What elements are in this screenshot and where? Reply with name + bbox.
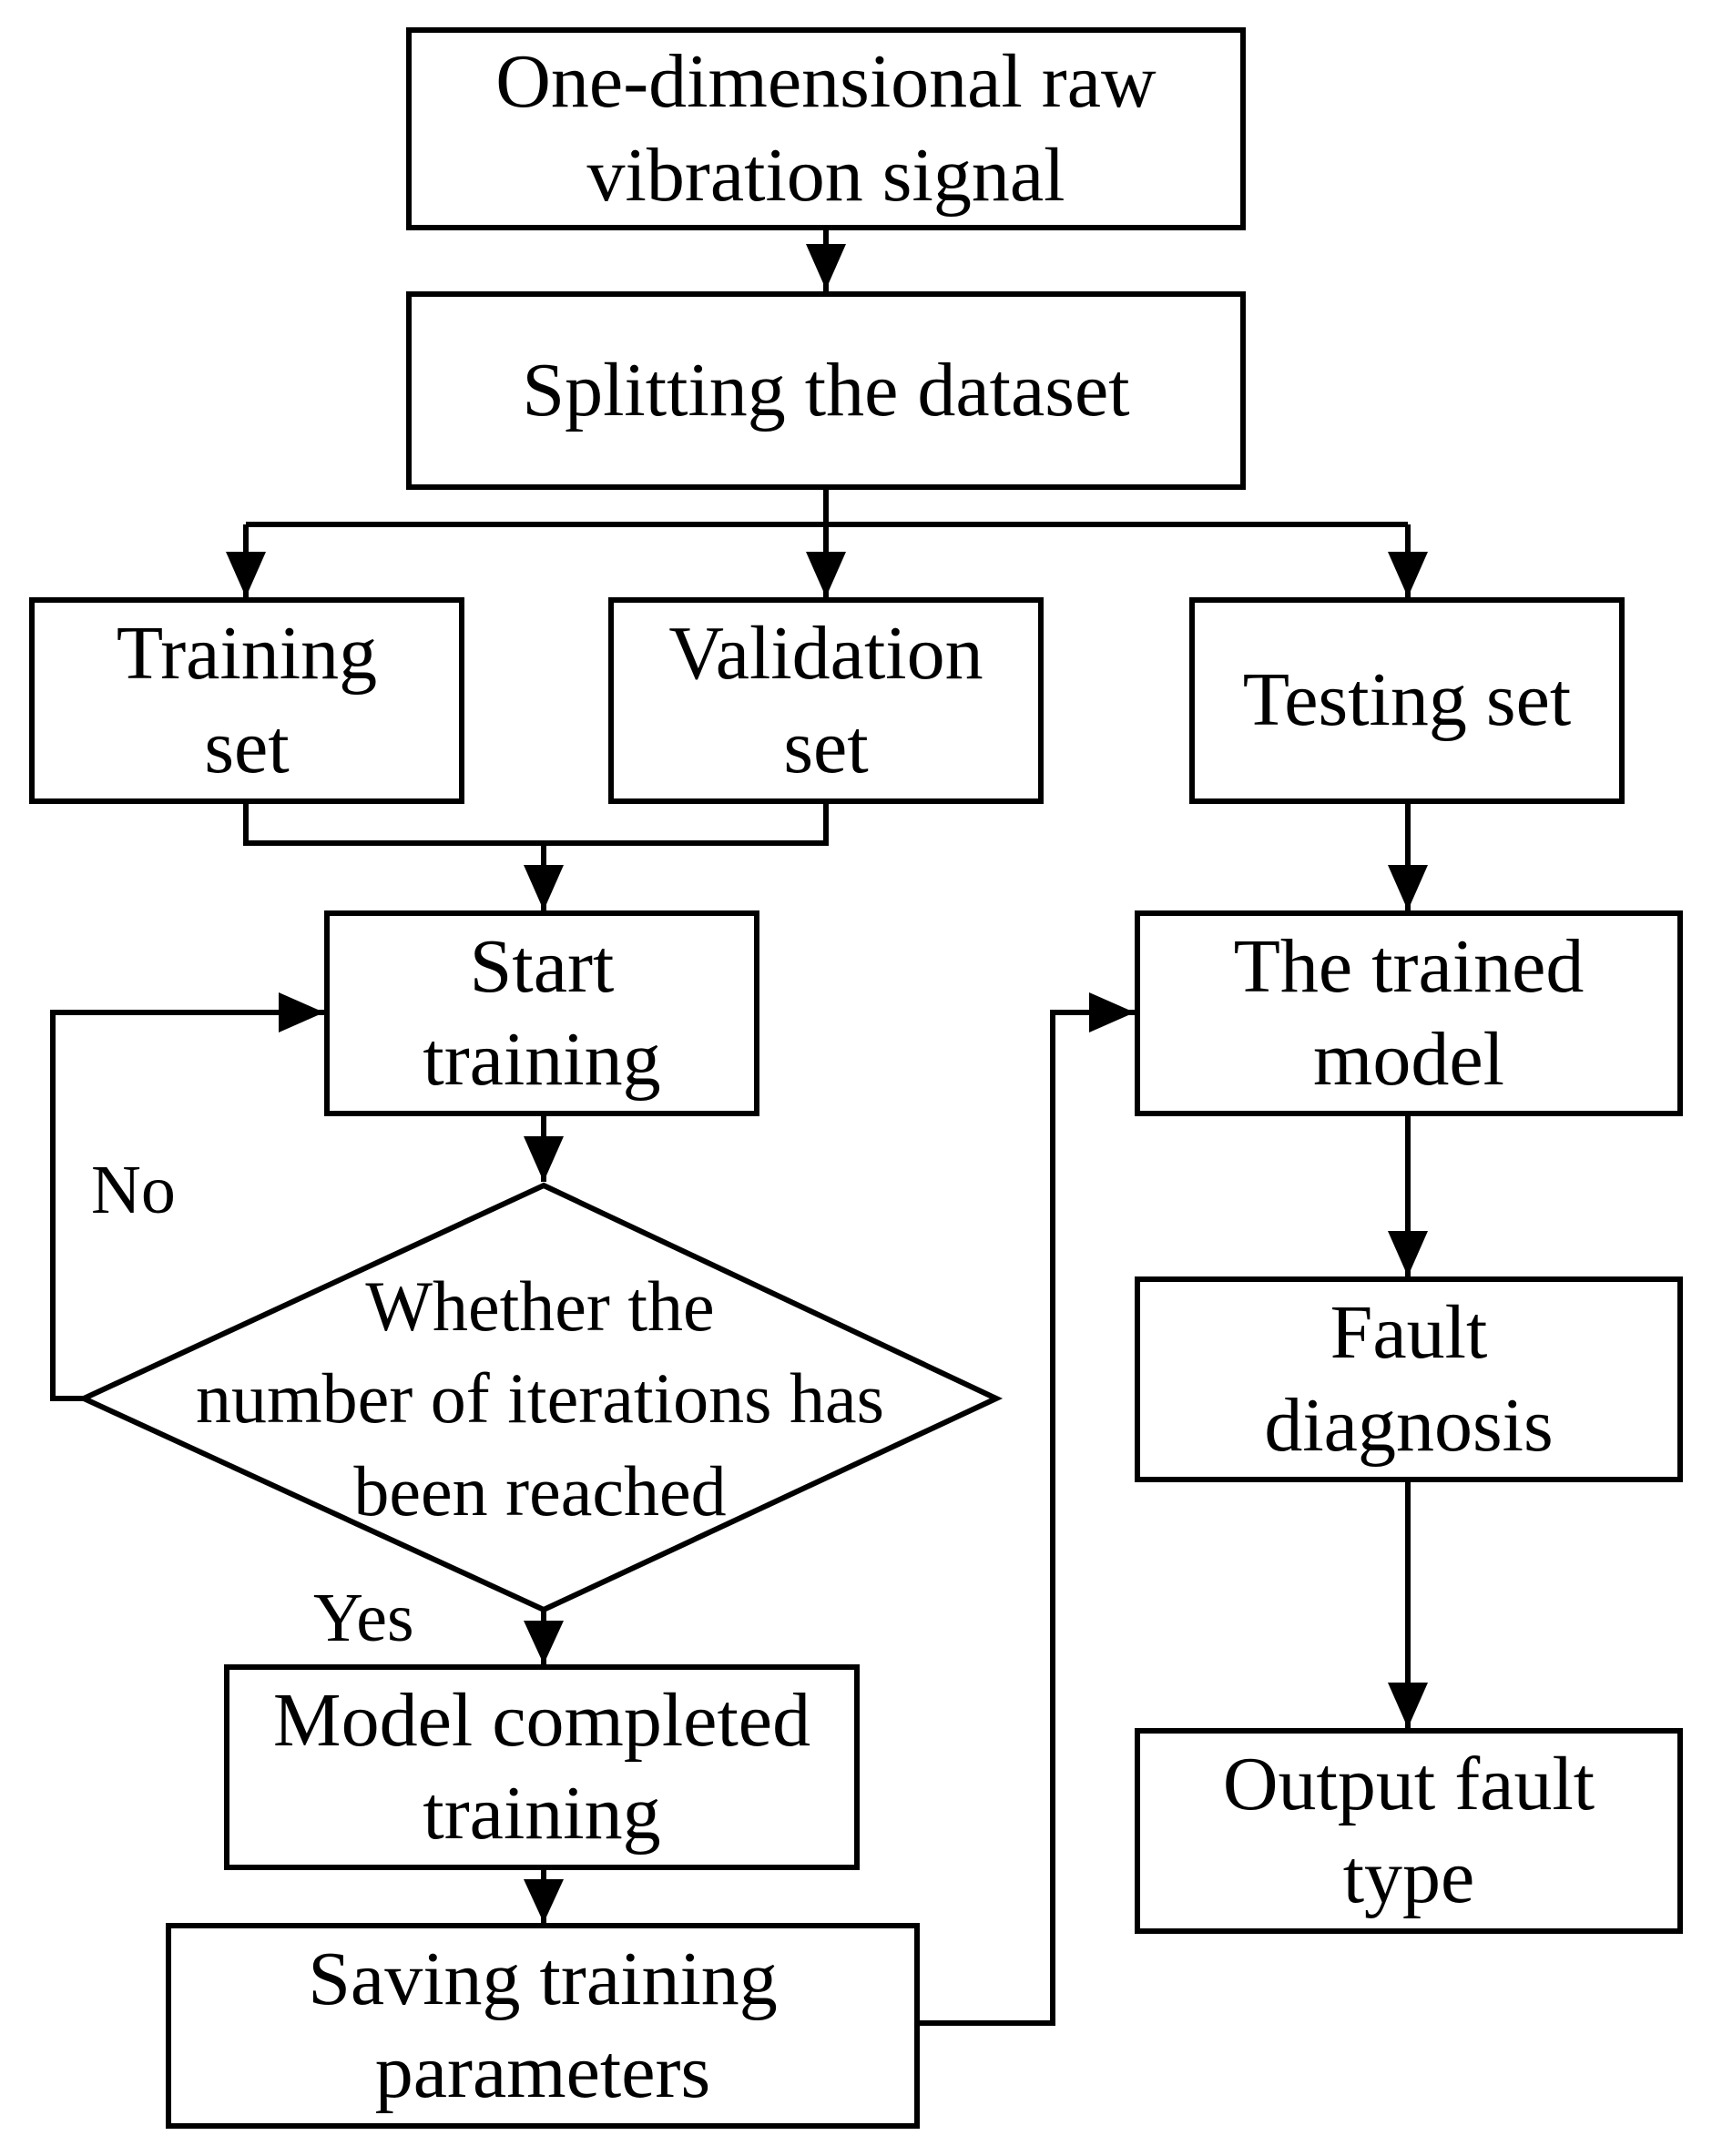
model-completed-line-1: Model completed bbox=[272, 1677, 811, 1763]
split-dataset-box: Splitting the dataset bbox=[406, 291, 1246, 490]
arrow-sets-merge bbox=[243, 804, 829, 846]
iteration-check-line-3: been reached bbox=[353, 1450, 727, 1531]
validation-set-line-2: set bbox=[783, 704, 869, 789]
start-training-line-1: Start bbox=[469, 923, 615, 1009]
raw-signal-box: One-dimensional raw vibration signal bbox=[406, 27, 1246, 230]
fault-diagnosis-line-2: diagnosis bbox=[1264, 1383, 1554, 1468]
output-fault-type-line-1: Output fault bbox=[1222, 1741, 1595, 1826]
saving-parameters-line-1: Saving training bbox=[308, 1936, 778, 2021]
validation-set-line-1: Validation bbox=[668, 611, 983, 697]
testing-set-label: Testing set bbox=[1242, 657, 1572, 743]
iteration-check-line-2: number of iterations has bbox=[196, 1358, 884, 1439]
trained-model-line-1: The trained bbox=[1233, 923, 1585, 1009]
output-fault-type-box: Output fault type bbox=[1135, 1728, 1683, 1934]
raw-signal-line-2: vibration signal bbox=[586, 132, 1065, 218]
split-dataset-label: Splitting the dataset bbox=[522, 347, 1130, 432]
arrow-no-loop bbox=[50, 1010, 324, 1401]
output-fault-type-line-2: type bbox=[1342, 1835, 1475, 1919]
validation-set-box: Validation set bbox=[608, 597, 1044, 804]
model-completed-line-2: training bbox=[423, 1771, 661, 1856]
fault-diagnosis-line-1: Fault bbox=[1330, 1289, 1488, 1375]
training-set-line-2: set bbox=[204, 704, 290, 789]
training-set-line-1: Training bbox=[116, 611, 378, 697]
yes-label: Yes bbox=[313, 1580, 414, 1656]
testing-set-box: Testing set bbox=[1189, 597, 1625, 804]
trained-model-line-2: model bbox=[1313, 1017, 1504, 1102]
iteration-check-text: Whether the number of iterations has bee… bbox=[84, 1247, 996, 1550]
model-completed-box: Model completed training bbox=[224, 1664, 860, 1870]
training-set-box: Training set bbox=[29, 597, 464, 804]
start-training-line-2: training bbox=[423, 1017, 661, 1102]
saving-parameters-line-2: parameters bbox=[374, 2029, 711, 2114]
decision-diamond bbox=[76, 1182, 1004, 1613]
start-training-box: Start training bbox=[324, 910, 759, 1116]
saving-parameters-box: Saving training parameters bbox=[166, 1923, 920, 2129]
fault-diagnosis-box: Fault diagnosis bbox=[1135, 1276, 1683, 1482]
no-label: No bbox=[91, 1152, 176, 1228]
raw-signal-line-1: One-dimensional raw bbox=[495, 39, 1157, 125]
iteration-check-line-1: Whether the bbox=[365, 1266, 715, 1346]
trained-model-box: The trained model bbox=[1135, 910, 1683, 1116]
arrowhead bbox=[806, 244, 846, 290]
